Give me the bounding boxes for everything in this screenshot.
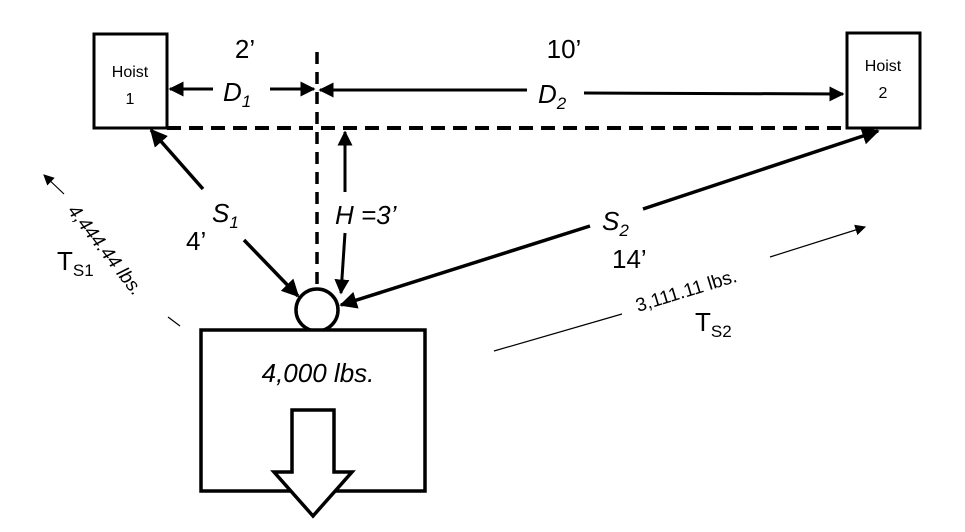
sling-1-upper: [149, 128, 205, 191]
sling-2-lower: [339, 224, 591, 309]
hoist-2-label: Hoist: [865, 58, 902, 75]
ts2-label: TS2: [695, 307, 732, 341]
hoist-1-number: 1: [126, 91, 135, 108]
ts2-tail-line: [493, 313, 623, 352]
ts2-value: 3,111.11 lbs.: [633, 266, 739, 317]
sling-2-upper: [642, 127, 880, 211]
ts1-label: TS1: [57, 246, 94, 280]
sling-2-length: 14’: [612, 244, 647, 274]
sling-1-label: S1: [212, 198, 239, 232]
hoist-1-label: Hoist: [112, 64, 149, 81]
d2-label: D2: [538, 79, 567, 113]
hoist-2: Hoist 2: [845, 31, 922, 130]
hoist-2-number: 2: [879, 85, 888, 102]
gravity-arrow: [270, 408, 356, 519]
load-weight: 4,000 lbs.: [262, 358, 375, 388]
d2-value: 10’: [547, 34, 582, 64]
ts1-direction-arrow: [43, 174, 65, 195]
sling-1-length: 4’: [186, 226, 206, 256]
ts1-tail-line: [167, 316, 181, 327]
height-arrow-down: [334, 232, 350, 295]
hoist-1-box: [92, 32, 169, 130]
lift-point-circle: [294, 287, 340, 333]
sling-2-label: S2: [602, 206, 629, 240]
d1-label: D1: [223, 77, 251, 111]
sling-1-lower: [242, 238, 300, 298]
hoist-2-box: [845, 31, 922, 130]
d2-arrow-right: [583, 86, 845, 102]
height-label: H =3’: [335, 200, 398, 230]
ts1-value: 4,444.44 lbs.: [63, 201, 147, 300]
hoist-1: Hoist 1: [92, 32, 169, 130]
ts2-direction-arrow: [769, 224, 867, 258]
d1-value: 2’: [235, 34, 255, 64]
